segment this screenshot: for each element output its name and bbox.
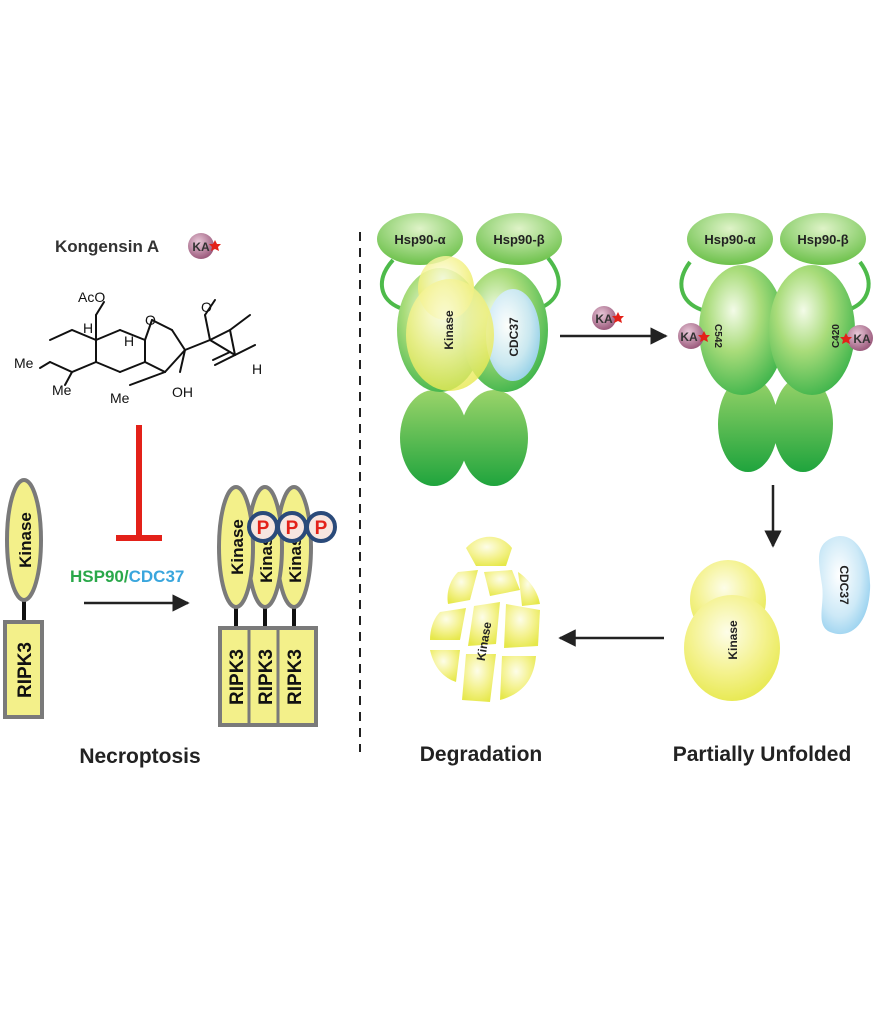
ripk3-oligomer: Kinase Kinase Kinase RIPK3 RIPK3 RIPK3 P…	[217, 485, 337, 727]
chaperone-label: HSP90/CDC37	[70, 567, 184, 586]
ketone-oxygen-1: O	[145, 312, 156, 328]
star-icon	[698, 331, 710, 342]
kinase-domain	[5, 478, 43, 602]
ripk3-monomer: Kinase RIPK3	[3, 478, 44, 719]
hydrogen-label-top: H	[83, 320, 93, 336]
necroptosis-label: Necroptosis	[79, 745, 200, 768]
bound-hsp90: Hsp90-α Hsp90-β C542 C420 KA KA	[678, 213, 873, 472]
drug-badge: KA	[188, 233, 221, 259]
drug-addition-label: KA	[595, 312, 613, 326]
chemical-structure	[39, 299, 256, 386]
oligomer-ripk3-label-1: RIPK3	[227, 649, 248, 705]
drug-badge-label: KA	[192, 240, 210, 254]
phospho-label-2: P	[286, 518, 299, 539]
hydrogen-label-mid: H	[124, 333, 134, 349]
degradation-label: Degradation	[420, 743, 543, 766]
hsp90-alpha-label: Hsp90-α	[394, 232, 445, 247]
kinase-domain-bound	[406, 279, 494, 391]
degraded-kinase-label: Kinase	[474, 620, 495, 662]
degraded-kinase: Kinase	[430, 536, 540, 702]
star-icon	[209, 240, 221, 251]
methyl-label-1: Me	[14, 355, 34, 371]
chaperone-complex: Hsp90-α Hsp90-β CDC37 Kinase	[377, 213, 562, 486]
hsp90-beta-cap	[476, 213, 562, 265]
site-label-left: C542	[712, 324, 723, 348]
partially-unfolded-kinase: Kinase	[684, 560, 780, 701]
oligomer-kinase-label-1: Kinase	[228, 519, 247, 575]
drug-bound-left	[678, 323, 704, 349]
separator-text: /	[124, 567, 129, 586]
hsp90-beta-label: Hsp90-β	[493, 232, 544, 247]
structure-labels: AcO H H H O O Me Me Me OH	[14, 289, 262, 406]
kinase-bound-label: Kinase	[442, 310, 456, 350]
released-cdc37-label: CDC37	[837, 565, 851, 605]
inhibition-symbol	[116, 425, 162, 541]
unfolded-kinase-label: Kinase	[726, 620, 740, 660]
hsp90-alpha-cap	[377, 213, 463, 265]
methyl-label-3: Me	[110, 390, 130, 406]
kinase-label: Kinase	[16, 512, 35, 568]
bound-hsp90-beta-label: Hsp90-β	[797, 232, 848, 247]
oligomer-ripk3-block	[218, 626, 318, 727]
phospho-marks: P P P	[247, 511, 337, 543]
oligomer-ripk3-label-2: RIPK3	[256, 649, 277, 705]
cdc37-domain	[486, 289, 540, 381]
site-label-right: C420	[831, 324, 842, 348]
cdc37-label: CDC37	[507, 317, 521, 357]
phospho-label-3: P	[315, 518, 328, 539]
hsp90-text: HSP90	[70, 567, 124, 586]
ripk3-label: RIPK3	[15, 642, 36, 698]
phospho-label-1: P	[257, 518, 270, 539]
hydroxyl-label: OH	[172, 384, 193, 400]
drug-bound-right-label: KA	[853, 332, 871, 346]
star-icon	[612, 312, 624, 323]
methyl-label-2: Me	[52, 382, 72, 398]
star-icon	[840, 333, 852, 344]
ripk3-domain	[3, 620, 44, 719]
acetate-label: AcO	[78, 289, 105, 305]
released-cdc37: CDC37	[818, 536, 871, 635]
drug-bound-right	[847, 325, 873, 351]
cdc37-text: CDC37	[129, 567, 185, 586]
bound-hsp90-alpha-label: Hsp90-α	[704, 232, 755, 247]
drug-addition: KA	[560, 306, 668, 345]
oligomer-unit-1	[217, 485, 255, 628]
hydrogen-label-right: H	[252, 361, 262, 377]
partially-unfolded-label: Partially Unfolded	[673, 743, 852, 766]
compound-name: Kongensin A	[55, 237, 159, 256]
drug-bound-left-label: KA	[680, 330, 698, 344]
ketone-oxygen-2: O	[201, 299, 212, 315]
oligomer-ripk3-label-3: RIPK3	[285, 649, 306, 705]
